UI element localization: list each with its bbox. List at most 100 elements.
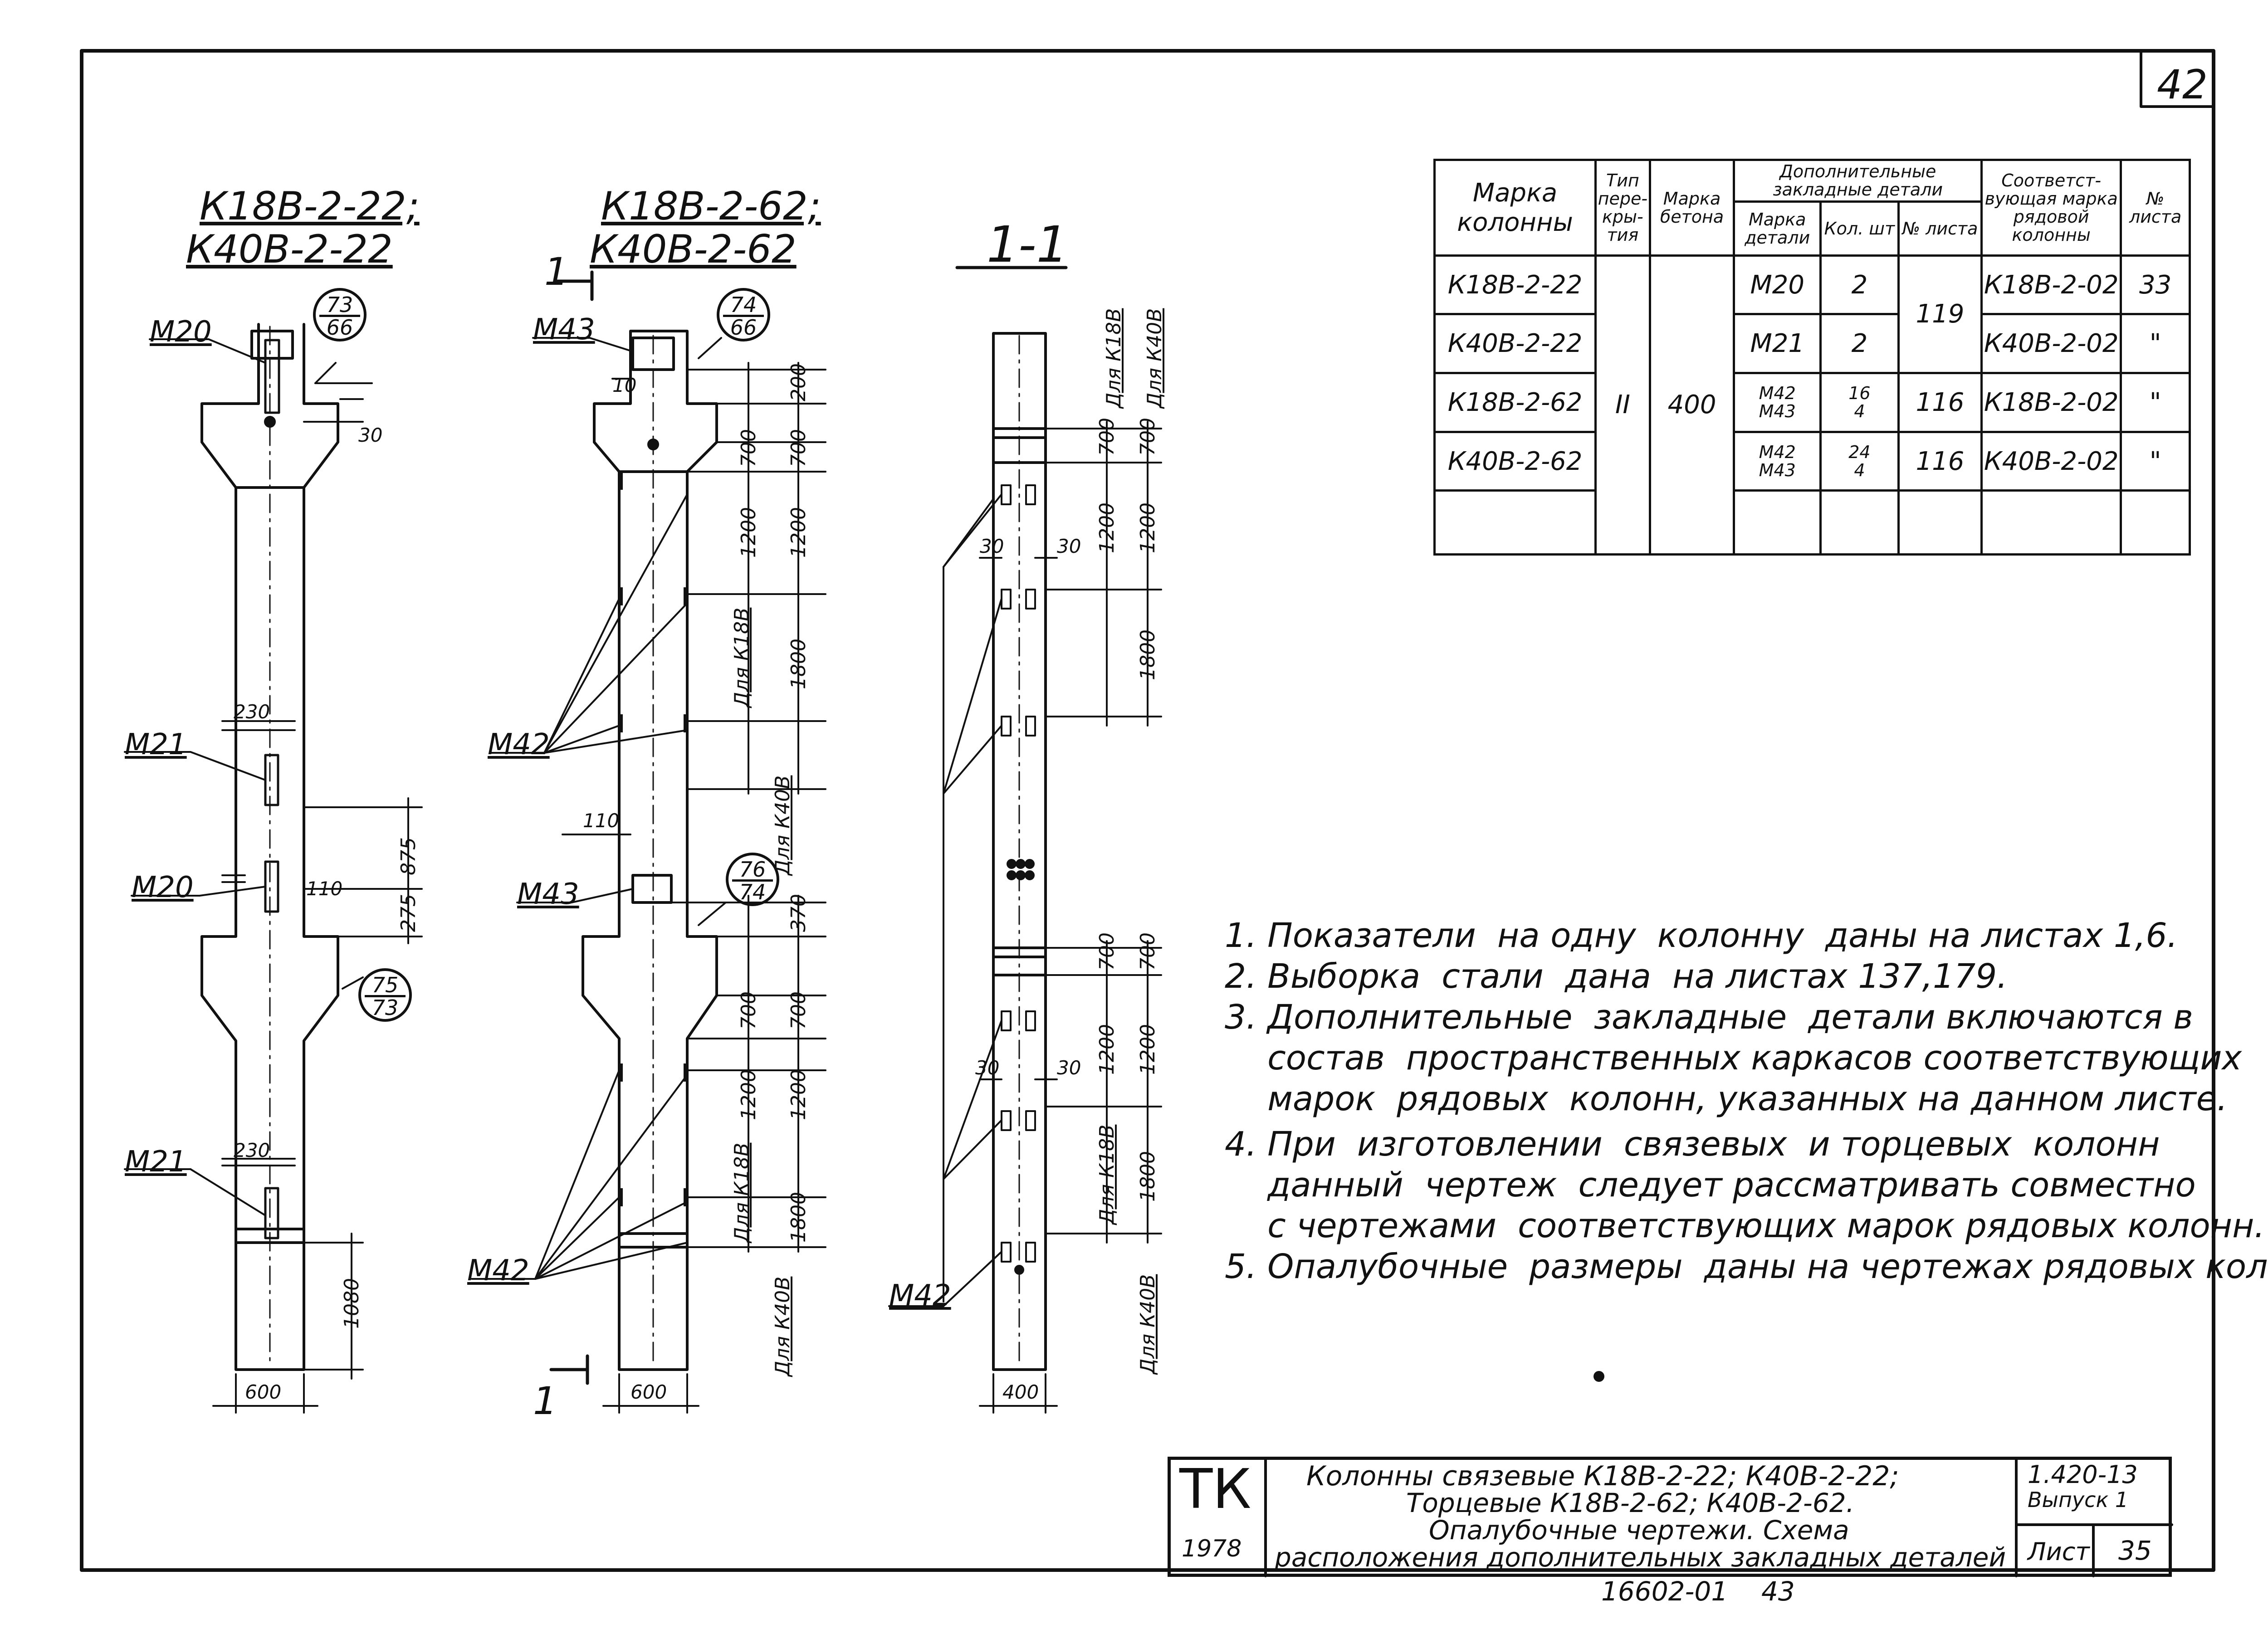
left-view-title-1: К18В-2-22; [200,184,420,229]
dim-30d: 30 [1057,1057,1081,1079]
stamp-title-1: Колонны связевые К18В-2-22; К40В-2-22; [1306,1460,1899,1492]
left-leaders [124,338,373,1216]
concrete-value: 400 [1648,254,1735,556]
row2-list: " [2120,313,2191,375]
sec-dim-700b: 700 [1136,418,1159,456]
stamp-issue: Выпуск 1 [2028,1488,2129,1512]
th-detail-sheet: № листа [1897,200,1983,257]
row3-list: " [2120,372,2191,433]
title-block [1168,1457,2172,1577]
dim-1800a: 1800 [787,639,810,689]
stamp-sheet-number: 35 [2118,1535,2152,1566]
sec-dim-1200c: 1200 [1095,1024,1119,1075]
th-sheet: № листа [2120,159,2191,257]
sec-dim-700a: 700 [1095,418,1119,456]
row2-qty: 2 [1819,313,1900,375]
empty-cell [1433,489,1597,556]
sec-dim-1200d: 1200 [1136,1024,1159,1075]
section-dimensions [979,421,1162,1414]
label-m43-mid: М43 [517,878,579,911]
row1-match: К18В-2-02 [1980,254,2122,316]
dim-600-middle: 600 [631,1381,667,1403]
footer-code: 16602-01 43 [1601,1576,1795,1607]
empty-cell [1980,489,2122,556]
dim-30a: 30 [980,535,1004,557]
dim-1080: 1080 [340,1278,363,1329]
dim-110: 110 [306,878,343,900]
row1-mark: К18В-2-22 [1433,254,1597,316]
label-m42-mid: М42 [488,728,550,761]
row2-detail: М21 [1733,313,1822,375]
th-concrete: Марка бетона [1648,159,1735,257]
note-5: 5. Опалубочные размеры даны на чертежах … [1225,1247,2268,1286]
note-1: 1. Показатели на одну колонну даны на ли… [1225,916,2178,955]
label-m43-top: М43 [533,313,595,346]
section-title: 1-1 [987,215,1068,273]
dim-275: 275 [397,894,420,932]
row2-match: К40В-2-02 [1980,313,2122,375]
dim-1200b: 1200 [787,507,810,558]
stray-dot [1593,1371,1604,1382]
th-roof-type: Тип пере-кры-тия [1594,159,1651,257]
note-3-cont-1: состав пространственных каркасов соответ… [1225,1039,2242,1078]
dim-200: 200 [787,363,810,401]
stamp-title-2: Торцевые К18В-2-62; К40В-2-62. [1406,1488,1855,1518]
left-column-outline [200,323,339,1371]
stamp-lines [1264,1457,2173,1577]
row3-qty: 16 4 [1819,372,1900,433]
dim-1200c: 1200 [737,1069,760,1120]
sec-dim-1200a: 1200 [1095,502,1119,553]
dim-230b: 230 [234,1139,270,1161]
label-m21-low: М21 [125,1145,187,1179]
middle-view-title-2: К40В-2-62 [590,227,797,272]
dim-1800b: 1800 [787,1192,810,1243]
row1-sheet: 119 [1897,254,1983,375]
stamp-series: 1.420-13 [2028,1460,2138,1489]
dim-700b: 700 [787,429,810,467]
dim-400: 400 [1002,1381,1039,1403]
frame [80,49,2215,1572]
note-4: 4. При изготовлении связевых и торцевых … [1225,1125,2160,1164]
sec-dim-1800b: 1800 [1136,1151,1159,1202]
stamp-logo: ТК [1179,1458,1251,1521]
row3-mark: К18В-2-62 [1433,372,1597,433]
note-3: 3. Дополнительные закладные детали включ… [1225,998,2193,1037]
side-label-k18-top: Для К18В [1102,308,1125,408]
sec-dim-700c: 700 [1095,932,1119,971]
dim-700a: 700 [737,429,760,467]
row1-detail: М20 [1733,254,1822,316]
th-qty: Кол. шт [1819,200,1900,257]
row4-detail: М42 М43 [1733,430,1822,492]
row4-qty: 24 4 [1819,430,1900,492]
dim-875: 875 [397,837,420,875]
th-column-mark: Марка колонны [1433,159,1597,257]
middle-view-title-1: К18В-2-62; [601,184,821,229]
empty-cell [1733,489,1822,556]
section-mark-bottom: 1 [533,1379,557,1423]
middle-leaders [471,337,727,1280]
dim-30b: 30 [1057,535,1081,557]
side-label-k18-low: Для К18В [1095,1124,1119,1224]
dim-230a: 230 [234,701,270,723]
row1-qty: 2 [1819,254,1900,316]
stamp-title-4: расположения дополнительных закладных де… [1275,1542,2006,1573]
dim-1200d: 1200 [787,1069,810,1120]
middle-section-marks [549,270,594,1385]
note-2: 2. Выборка стали дана на листах 137,179. [1225,957,2008,996]
dim-700d: 700 [787,991,810,1029]
side-label-k18-a: Для К18В [730,607,753,707]
dim-700c: 700 [737,991,760,1029]
row2-mark: К40В-2-22 [1433,313,1597,375]
sheet-number-box [2140,49,2215,108]
dim-600-left: 600 [245,1381,282,1403]
middle-column-outline [582,330,718,1371]
row4-match: К40В-2-02 [1980,430,2122,492]
empty-cell [1819,489,1900,556]
note-4-cont-2: с чертежами соответствующих марок рядовы… [1225,1206,2265,1245]
middle-dimensions [562,362,826,1414]
row3-match: К18В-2-02 [1980,372,2122,433]
